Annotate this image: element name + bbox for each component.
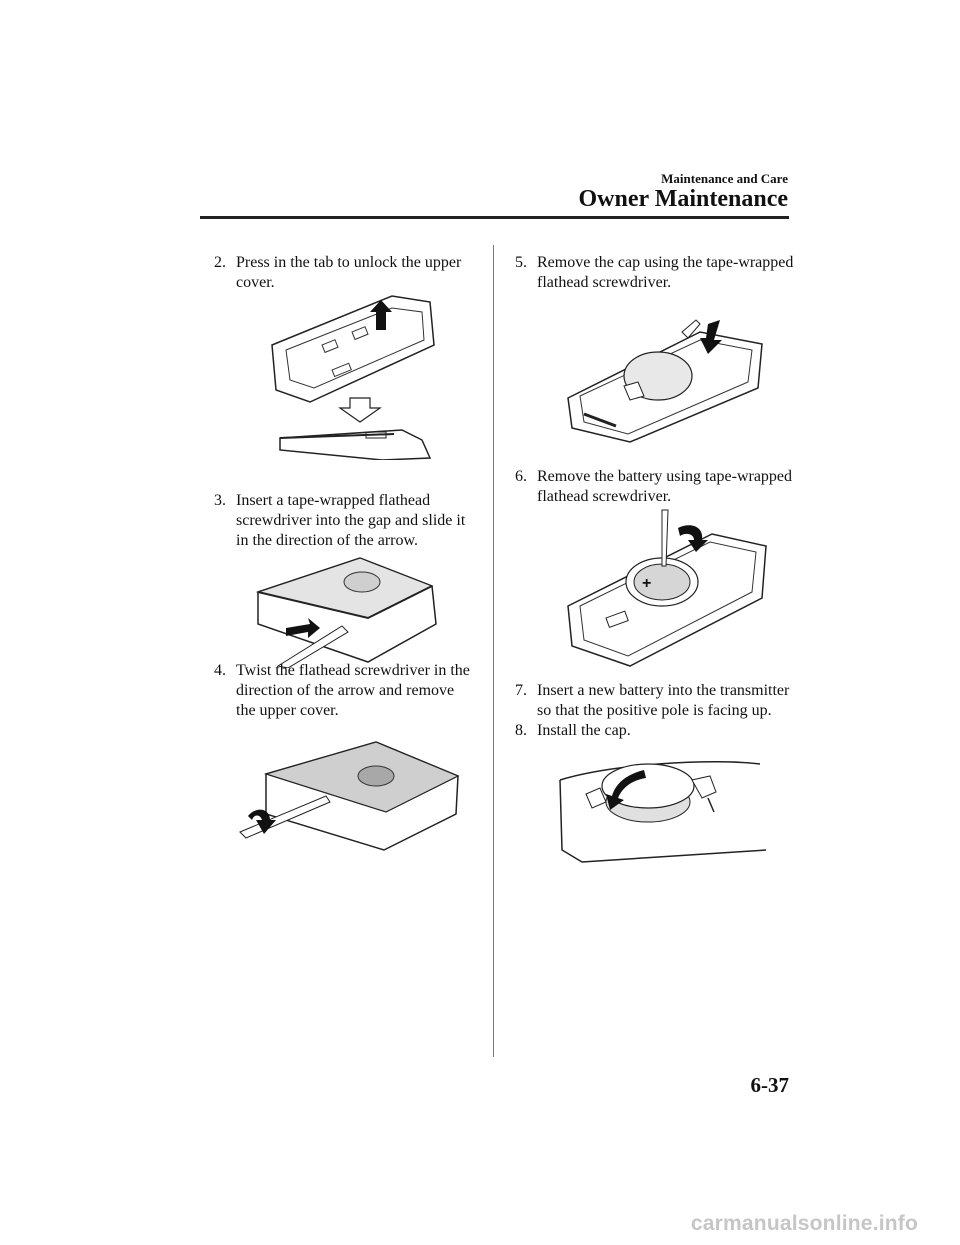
step-5: 5. Remove the cap using the tape-wrapped…	[515, 253, 795, 293]
step-4: 4. Twist the flathead screwdriver in the…	[214, 661, 472, 721]
step-3: 3. Insert a tape-wrapped flathead screwd…	[214, 491, 472, 551]
section-label: Maintenance and Care	[661, 171, 788, 186]
step-3-text: Insert a tape-wrapped flathead screwdriv…	[236, 492, 466, 549]
install-cap-illustration	[559, 760, 767, 863]
step-4-text: Twist the flathead screwdriver in the di…	[236, 662, 470, 719]
watermark: carmanualsonline.info	[690, 1212, 918, 1235]
insert-screwdriver-illustration	[255, 557, 437, 668]
remove-cap-illustration	[567, 319, 763, 443]
step-3-number: 3.	[214, 492, 226, 509]
step-6-number: 6.	[515, 468, 527, 485]
page-number: 6-37	[750, 1073, 790, 1097]
step-6: 6. Remove the battery using tape-wrapped…	[515, 467, 795, 507]
step-7: 7. Insert a new battery into the transmi…	[515, 681, 800, 721]
step-7-number: 7.	[515, 682, 527, 699]
step-8-text: Install the cap.	[537, 722, 631, 739]
step-2-number: 2.	[214, 254, 226, 271]
step-8-number: 8.	[515, 722, 527, 739]
header-rule	[200, 216, 789, 219]
step-2: 2. Press in the tab to unlock the upper …	[214, 253, 470, 293]
step-5-number: 5.	[515, 254, 527, 271]
page-title: Owner Maintenance	[578, 186, 788, 212]
step-5-text: Remove the cap using the tape-wrapped fl…	[537, 254, 794, 291]
step-4-number: 4.	[214, 662, 226, 679]
step-8: 8. Install the cap.	[515, 721, 795, 741]
step-7-text: Insert a new battery into the transmitte…	[537, 682, 790, 719]
step-2-text: Press in the tab to unlock the upper cov…	[236, 254, 462, 291]
step-6-text: Remove the battery using tape-wrapped fl…	[537, 468, 793, 505]
remove-battery-illustration: +	[567, 509, 767, 667]
svg-text:+: +	[642, 575, 651, 592]
remove-cover-illustration	[239, 741, 460, 851]
column-divider	[493, 245, 494, 1057]
unlock-tab-illustration	[271, 295, 435, 460]
